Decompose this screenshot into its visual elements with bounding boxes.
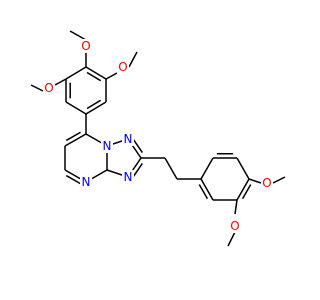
nitrogen-bridgehead-background xyxy=(101,139,113,153)
bond-line xyxy=(85,66,107,80)
oxygen-para-background xyxy=(261,176,273,190)
double-bond-line xyxy=(65,174,81,185)
oxygen-left-background xyxy=(43,81,55,95)
bond-line xyxy=(105,72,118,80)
double-bond-line xyxy=(86,99,102,110)
nitrogen-pyrimidine-background xyxy=(80,175,92,189)
oxygen-meta-background xyxy=(229,219,241,233)
oxygen-right: O xyxy=(118,60,127,74)
oxygen-top: O xyxy=(81,39,90,53)
bond-line xyxy=(30,84,44,92)
bond-line xyxy=(85,101,107,115)
nitrogen-triazole-bottom-background xyxy=(122,170,134,184)
double-bond-line xyxy=(198,184,209,200)
bond-line xyxy=(234,199,238,215)
double-bond-line xyxy=(132,139,144,154)
nitrogen-pyrimidine: N xyxy=(82,175,91,189)
nitrogen-bridgehead: N xyxy=(103,139,112,153)
bond-line xyxy=(128,51,138,68)
bond-line xyxy=(164,157,178,180)
oxygen-para: O xyxy=(262,176,271,190)
bond-line xyxy=(236,157,250,180)
bond-line xyxy=(227,231,236,247)
bond-line xyxy=(65,101,87,115)
oxygen-meta: O xyxy=(230,219,239,233)
bond-layer xyxy=(30,30,286,247)
nitrogen-triazole-top: N xyxy=(124,132,133,146)
oxygen-top-background xyxy=(80,39,92,53)
bond-line xyxy=(200,157,214,180)
nitrogen-triazole-top-background xyxy=(122,132,134,146)
bond-line xyxy=(272,176,286,184)
double-bond-line xyxy=(86,71,102,82)
bond-line xyxy=(65,66,87,80)
double-bond-line xyxy=(65,131,81,142)
bond-line xyxy=(69,30,87,41)
bond-line xyxy=(54,78,67,86)
oxygen-right-background xyxy=(117,60,129,74)
double-bond-line xyxy=(132,162,144,177)
bond-line xyxy=(236,178,250,201)
bond-line xyxy=(200,178,214,201)
oxygen-left: O xyxy=(44,81,53,95)
double-bond-line xyxy=(241,184,252,200)
nitrogen-triazole-bottom: N xyxy=(124,170,133,184)
bond-line xyxy=(64,133,87,147)
bond-line xyxy=(248,178,262,184)
